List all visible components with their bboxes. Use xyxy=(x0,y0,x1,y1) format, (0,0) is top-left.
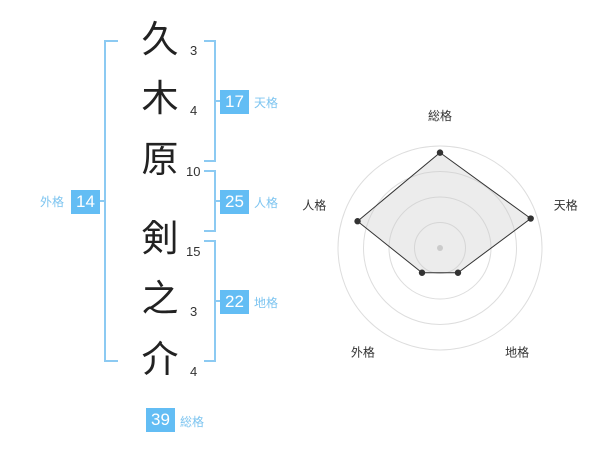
gaikaku-label: 外格 xyxy=(40,195,65,209)
tenkaku-label: 天格 xyxy=(254,96,279,110)
soukaku-value: 39 xyxy=(146,408,175,432)
radar-grid-ring-4 xyxy=(337,145,543,351)
chikaku-label: 地格 xyxy=(254,296,279,310)
tenkaku-bracket-tick xyxy=(214,100,220,102)
gaikaku-bracket-tick xyxy=(100,200,106,202)
radar-point-2 xyxy=(527,215,534,222)
tenkaku-value: 17 xyxy=(220,90,249,114)
radar-point-4 xyxy=(418,269,426,276)
name-char-1: 久 xyxy=(141,18,179,61)
stroke-count-3: 10 xyxy=(186,164,201,179)
jinkaku-value: 25 xyxy=(220,190,249,214)
stroke-count-2: 4 xyxy=(190,103,198,118)
name-char-4: 剣 xyxy=(141,217,179,260)
chikaku-value: 22 xyxy=(220,290,249,314)
radar-grid-ring-1 xyxy=(414,222,466,274)
name-char-3: 原 xyxy=(141,138,179,181)
chikaku-bracket-tick xyxy=(214,300,220,302)
radar-axis-label-4: 外格 xyxy=(351,344,375,359)
stroke-count-5: 3 xyxy=(190,304,198,319)
stroke-count-1: 3 xyxy=(190,43,198,58)
radar-grid-ring-3 xyxy=(363,171,517,325)
gaikaku-bracket xyxy=(104,40,118,362)
radar-data-polygon xyxy=(356,151,532,274)
radar-point-1 xyxy=(436,149,444,156)
stroke-count-6: 4 xyxy=(190,364,198,379)
name-char-5: 之 xyxy=(141,277,179,320)
radar-center-dot xyxy=(437,245,443,251)
name-char-6: 介 xyxy=(141,338,179,381)
stroke-count-4: 15 xyxy=(186,244,201,259)
gaikaku-value: 14 xyxy=(71,190,100,214)
jinkaku-label: 人格 xyxy=(254,196,279,210)
radar-point-3 xyxy=(454,269,462,276)
radar-axis-label-3: 地格 xyxy=(505,344,529,359)
name-char-2: 木 xyxy=(141,77,179,120)
radar-axis-label-5: 人格 xyxy=(302,198,326,213)
radar-axis-label-1: 総格 xyxy=(428,108,452,123)
jinkaku-bracket-tick xyxy=(214,200,220,202)
radar-point-5 xyxy=(354,218,361,225)
radar-axis-label-2: 天格 xyxy=(554,198,578,213)
soukaku-label: 総格 xyxy=(180,415,205,429)
